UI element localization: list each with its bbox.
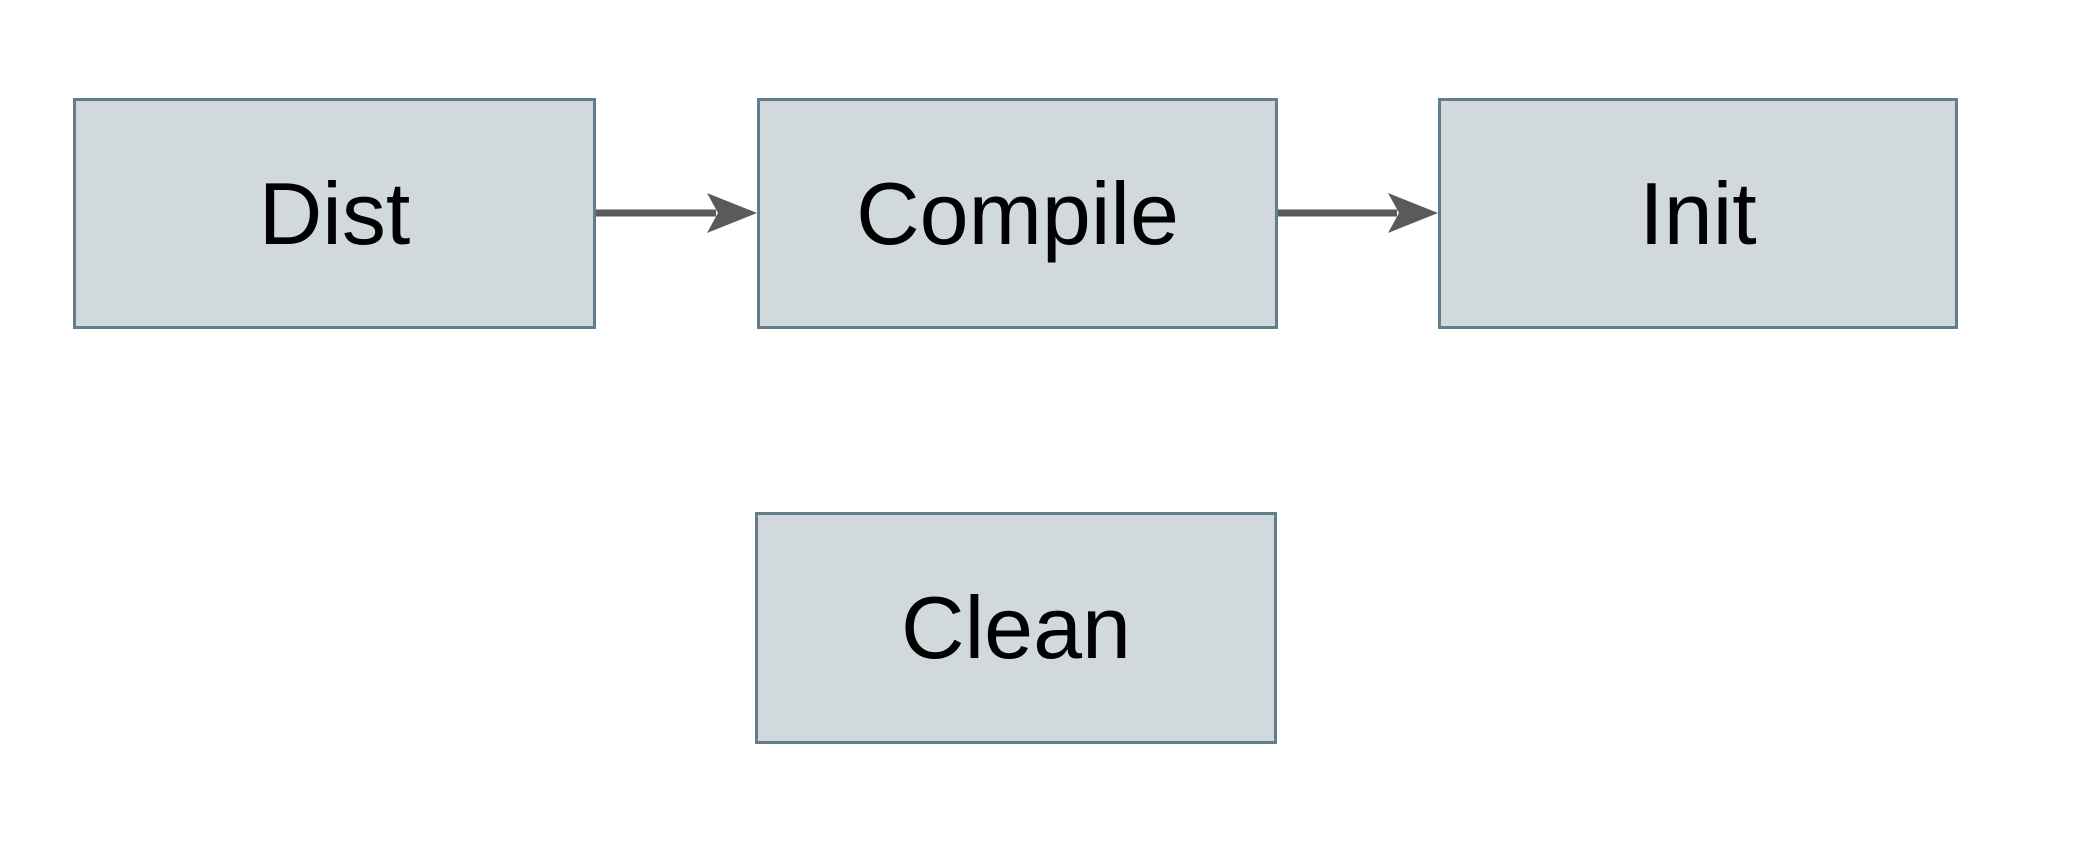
node-clean-label: Clean (901, 578, 1131, 677)
node-init[interactable]: Init (1438, 98, 1958, 329)
arrow-dist-to-compile-icon (596, 193, 757, 233)
node-init-label: Init (1639, 163, 1757, 263)
node-compile[interactable]: Compile (757, 98, 1278, 329)
node-compile-label: Compile (856, 163, 1179, 263)
node-dist-label: Dist (258, 163, 411, 263)
node-dist[interactable]: Dist (73, 98, 596, 329)
node-clean[interactable]: Clean (755, 512, 1277, 744)
arrow-compile-to-init-icon (1278, 193, 1438, 233)
